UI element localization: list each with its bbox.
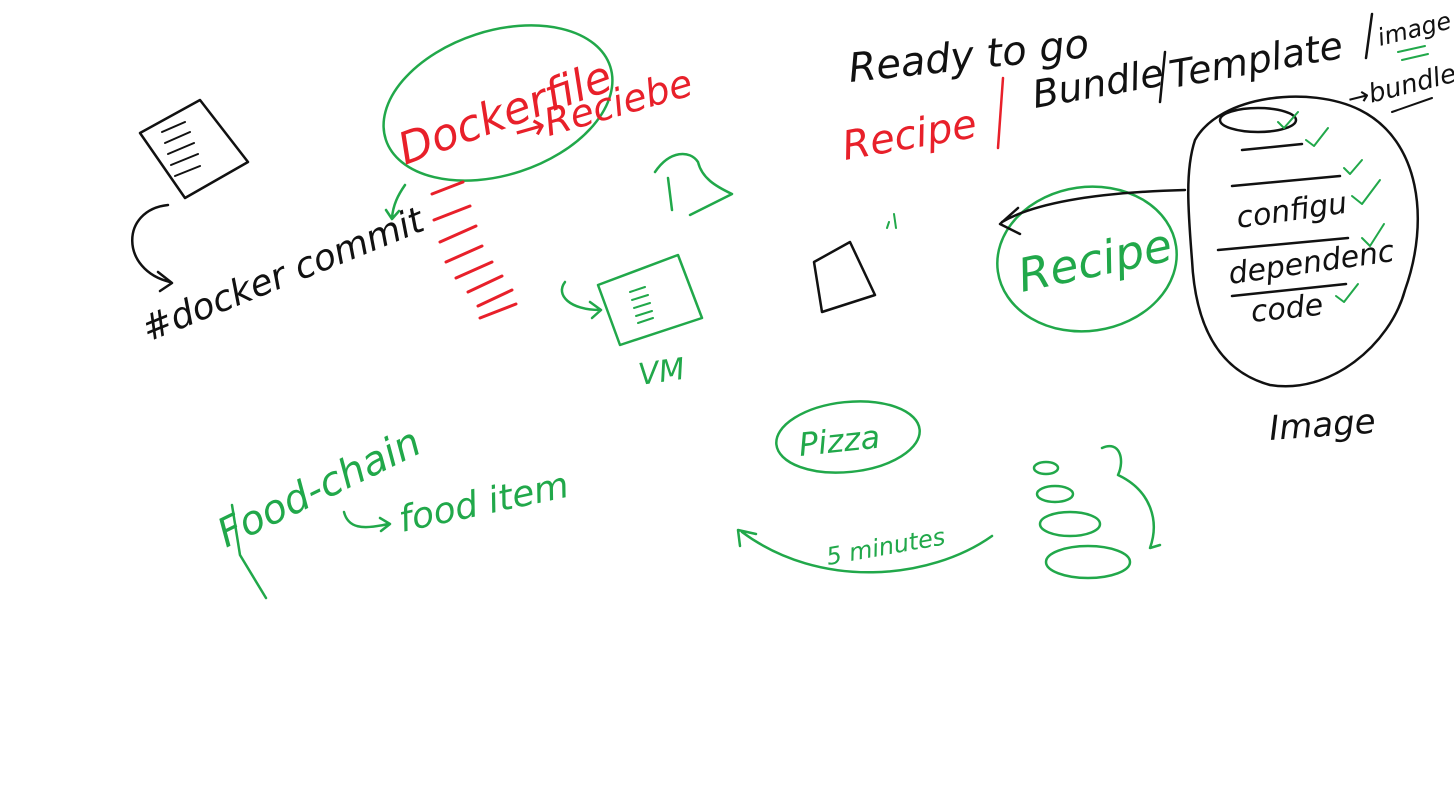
template-label: Template [1166,23,1346,97]
blob-line-2 [1230,174,1342,188]
curved-arrow-to-commit [131,203,174,293]
blob-check-1 [1277,111,1299,129]
docker-commit-label: #docker commit [136,199,431,350]
bundle-note-label: →bundle [1344,59,1454,115]
blob-check-6 [1335,283,1359,303]
image-header-label: image [1375,7,1454,52]
recipe-red-label: Recipe [839,101,980,170]
vm-box-icon [596,253,704,347]
vm-arrow [560,280,603,320]
bundle-note-underline [1391,97,1433,113]
pizza-stack-icon [1032,445,1162,580]
tick-mark [886,213,897,229]
bell-sketch-icon [653,152,734,217]
blob-line-4 [1230,282,1348,298]
center-box-icon [812,240,877,314]
document-sketch-icon [138,98,250,200]
minutes-arrow [736,528,994,574]
blob-check-4 [1351,179,1381,205]
blob-line-1 [1240,142,1304,152]
food-chain-stem [230,503,268,600]
pizza-oval [775,400,921,474]
blob-check-3 [1343,159,1363,175]
green-underline [1397,45,1429,61]
black-divider-1 [1158,50,1167,104]
blob-top-ring [1218,106,1298,134]
food-item-arrow [342,510,392,533]
image-blob [1187,95,1420,388]
dockerfile-down-arrow [384,183,407,221]
blob-check-5 [1361,223,1385,247]
black-divider-2 [1364,12,1374,60]
recipe-green-label: Recipe [1013,218,1177,303]
recipe-oval [996,185,1178,333]
code-label: code [1249,288,1325,330]
food-chain-label: Food-chain [210,419,428,557]
red-divider [996,76,1005,150]
dockerfile-oval [382,24,614,182]
layer-stack-lines [430,180,518,320]
vm-label: VM [636,352,687,393]
image-to-recipe-arrow [998,188,1187,236]
pizza-label: Pizza [797,418,882,464]
image-label: Image [1268,402,1377,449]
food-item-label: food item [395,465,572,541]
blob-check-2 [1305,127,1329,147]
config-label: configu [1234,186,1349,236]
blob-line-3 [1216,236,1350,252]
